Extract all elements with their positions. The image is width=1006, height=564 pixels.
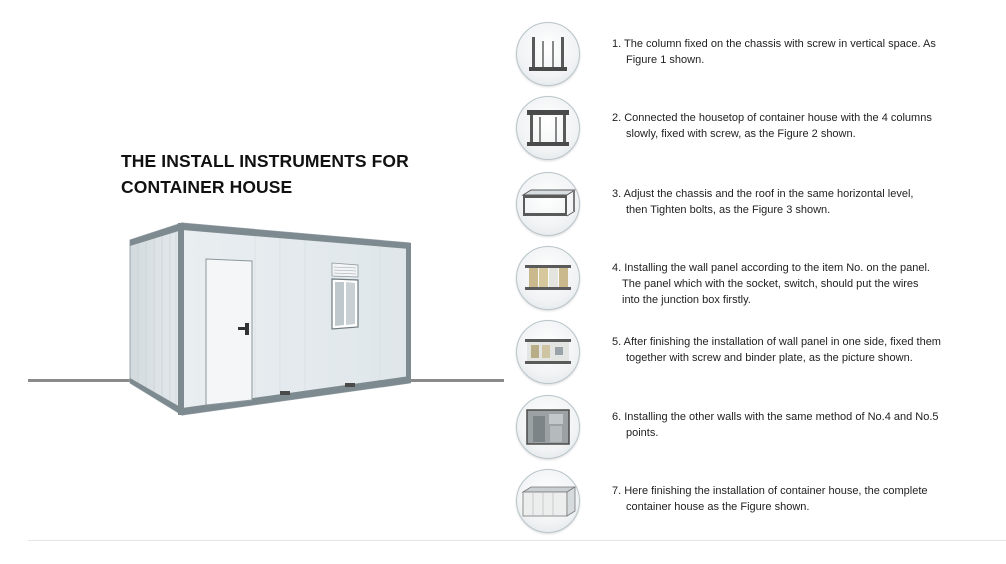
step-6-line-1: 6. Installing the other walls with the s…: [612, 411, 939, 423]
frame-level-icon: [516, 172, 580, 236]
step-7-line-2: container house as the Figure shown.: [626, 501, 810, 513]
step-4-line-1: 4. Installing the wall panel according t…: [612, 262, 930, 274]
step-7-line-1: 7. Here finishing the installation of co…: [612, 485, 928, 497]
step-1-line-2: Figure 1 shown.: [626, 54, 705, 66]
page-title: THE INSTALL INSTRUMENTS FOR CONTAINER HO…: [121, 148, 481, 200]
complete-house-icon: [516, 469, 580, 533]
step-4-text: 4. Installing the wall panel according t…: [612, 260, 952, 308]
step-1-text: 1. The column fixed on the chassis with …: [612, 36, 952, 68]
footer-divider: [28, 540, 1006, 541]
step-4-line-2: The panel which with the socket, switch,…: [622, 278, 919, 290]
one-side-wall-icon: [516, 320, 580, 384]
container-house-image: [129, 222, 411, 416]
step-5-line-2: together with screw and binder plate, as…: [626, 352, 913, 364]
step-5-text: 5. After finishing the installation of w…: [612, 334, 952, 366]
columns-on-chassis-icon: [516, 22, 580, 86]
step-6: 6. Installing the other walls with the s…: [514, 395, 994, 459]
step-7: 7. Here finishing the installation of co…: [514, 469, 994, 533]
page-title-line-2: CONTAINER HOUSE: [121, 177, 293, 197]
step-3: 3. Adjust the chassis and the roof in th…: [514, 172, 994, 236]
step-2: 2. Connected the housetop of container h…: [514, 96, 994, 160]
step-5-line-1: 5. After finishing the installation of w…: [612, 336, 941, 348]
wall-panel-icon: [516, 246, 580, 310]
step-2-text: 2. Connected the housetop of container h…: [612, 110, 952, 142]
step-3-line-1: 3. Adjust the chassis and the roof in th…: [612, 188, 914, 200]
step-7-text: 7. Here finishing the installation of co…: [612, 483, 952, 515]
page-title-line-1: THE INSTALL INSTRUMENTS FOR: [121, 151, 409, 171]
vent-grille: [331, 262, 359, 278]
step-2-line-2: slowly, fixed with screw, as the Figure …: [626, 128, 856, 140]
step-1: 1. The column fixed on the chassis with …: [514, 22, 994, 86]
step-2-line-1: 2. Connected the housetop of container h…: [612, 112, 932, 124]
housetop-with-columns-icon: [516, 96, 580, 160]
step-6-line-2: points.: [626, 427, 659, 439]
step-5: 5. After finishing the installation of w…: [514, 320, 994, 384]
step-3-line-2: then Tighten bolts, as the Figure 3 show…: [626, 204, 831, 216]
step-1-line-1: 1. The column fixed on the chassis with …: [612, 38, 936, 50]
step-6-text: 6. Installing the other walls with the s…: [612, 409, 952, 441]
step-4: 4. Installing the wall panel according t…: [514, 246, 994, 310]
step-3-text: 3. Adjust the chassis and the roof in th…: [612, 186, 952, 218]
step-4-line-3: into the junction box firstly.: [622, 294, 751, 306]
other-walls-icon: [516, 395, 580, 459]
